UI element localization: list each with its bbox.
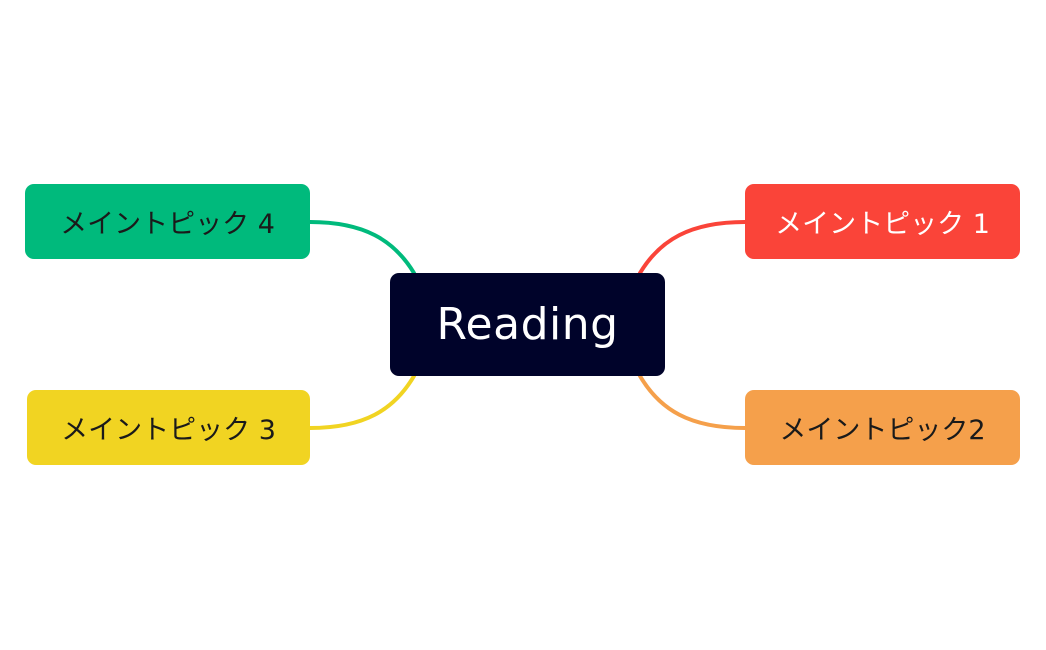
main-topic-2-label: メイントピック2 (779, 415, 986, 446)
main-topic-3-node[interactable]: メイントピック 3 (27, 390, 310, 465)
main-topic-1-node[interactable]: メイントピック 1 (745, 184, 1020, 259)
main-topic-1-label: メイントピック 1 (775, 209, 990, 240)
main-topic-4-label: メイントピック 4 (60, 209, 275, 240)
connector-topic-1 (638, 220, 747, 275)
central-topic-node[interactable]: Reading (390, 273, 665, 376)
connector-topic-4 (308, 220, 416, 275)
main-topic-4-node[interactable]: メイントピック 4 (25, 184, 310, 259)
central-topic-label: Reading (436, 299, 619, 350)
connector-topic-3 (308, 374, 416, 430)
main-topic-2-node[interactable]: メイントピック2 (745, 390, 1020, 465)
connector-topic-2 (638, 374, 747, 430)
main-topic-3-label: メイントピック 3 (61, 415, 276, 446)
